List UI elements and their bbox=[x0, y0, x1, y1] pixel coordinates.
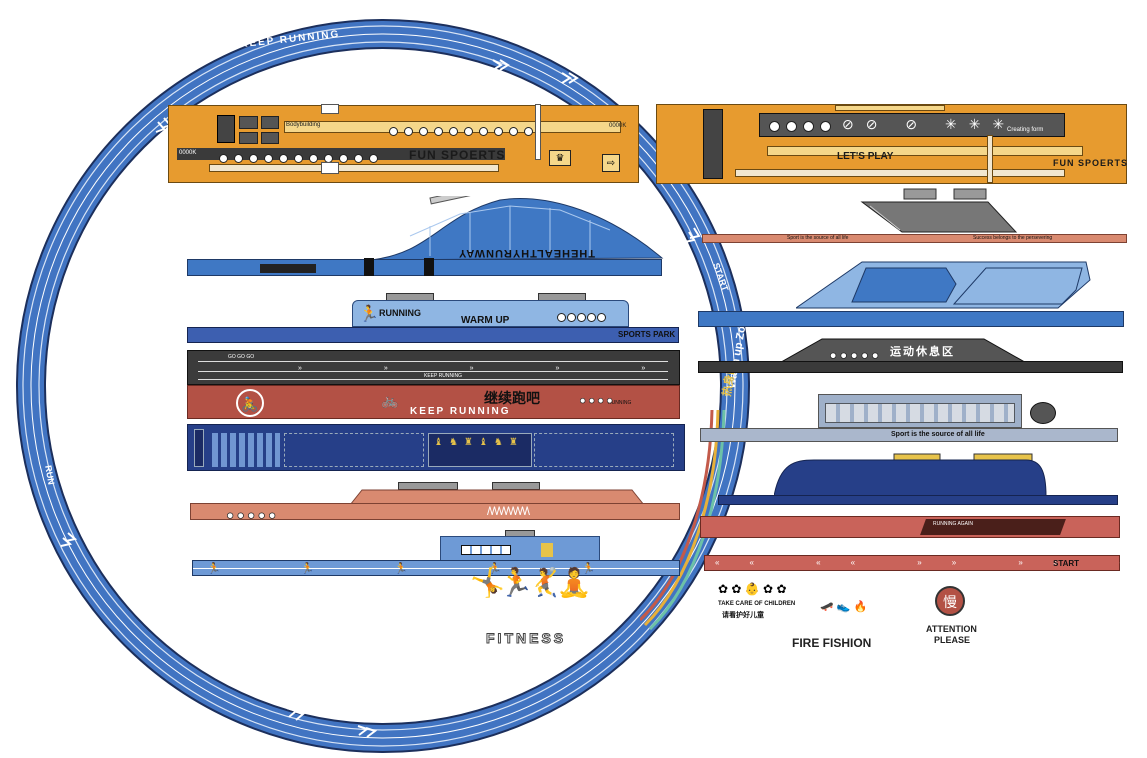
runner-icon: 🏃 bbox=[359, 306, 379, 323]
sport-bar-1: Sport is the source of all life Success … bbox=[702, 234, 1127, 243]
blue-bottom-bar: 🏃🏃🏃🏃🏃 bbox=[192, 560, 680, 576]
track-arrows: » » » » » bbox=[298, 365, 686, 372]
dot-row-mid bbox=[219, 150, 384, 168]
dot-row-top bbox=[389, 123, 539, 141]
blue-kiosk bbox=[440, 536, 600, 562]
rest-area-cn: 运动休息区 bbox=[890, 346, 955, 358]
navy-gallery: ♝♞♜♝♞♜ bbox=[187, 424, 685, 471]
right-blue-platform bbox=[796, 261, 1091, 309]
navy-right-bar bbox=[718, 495, 1118, 505]
panel-creating-form: Creating form bbox=[1007, 127, 1044, 133]
rust-small: RUNNING bbox=[608, 400, 632, 406]
rust-band: 🚴 🚲 继续跑吧 KEEP RUNNING RUNNING bbox=[187, 385, 680, 419]
panel-label-bodybuilding: Bodybuilding bbox=[286, 122, 321, 128]
dark-track: GO GO GO KEEP RUNNING » » » » » bbox=[187, 350, 680, 385]
rust-dots bbox=[580, 396, 616, 407]
rest-dots bbox=[830, 350, 883, 363]
warmup-panel: 🏃 RUNNING WARM UP bbox=[352, 300, 629, 327]
take-care-text: TAKE CARE OF CHILDREN bbox=[718, 601, 796, 607]
warmup-title: WARM UP bbox=[461, 315, 510, 326]
warmup-dots bbox=[557, 309, 607, 327]
panel-small-2: 0000K bbox=[179, 150, 197, 156]
sport-bar-2-label: Sport is the source of all life bbox=[891, 431, 985, 438]
salmon-bar: /\/\/\/\/\/\/\/\/\ bbox=[190, 503, 680, 520]
sport-bar-1-right: Success belongs to the persevering bbox=[973, 235, 1053, 241]
navy-dome-right bbox=[774, 453, 1047, 497]
salmon-zigzag: /\/\/\/\/\/\/\/\/\ bbox=[487, 504, 530, 518]
fire-icons: 🛹 👟 🔥 bbox=[820, 601, 868, 613]
start-bar: «« «« »» »» «« START bbox=[704, 555, 1147, 571]
panel-title-fun-sports: FUN SPOERTS bbox=[409, 148, 506, 162]
sport-bar-2: Sport is the source of all life bbox=[700, 428, 1118, 442]
kiosk-round-icon bbox=[1030, 402, 1056, 424]
right-ramp-1 bbox=[860, 188, 1018, 233]
stars-row: ⊘⊘ ⊘ ✳✳✳ bbox=[842, 116, 1017, 132]
running-again-label: RUNNING AGAIN bbox=[933, 521, 974, 527]
fitness-figures: 🤸🏃🤾🧘 bbox=[470, 567, 591, 598]
panel-title-lets-play: LET'S PLAY bbox=[837, 151, 894, 162]
orange-panel-right: ⊘⊘ ⊘ ✳✳✳ Creating form LET'S PLAY FUN SP… bbox=[656, 104, 1127, 184]
stadium-title: THEHEALTHYRUNWAY bbox=[458, 247, 596, 259]
panel-small-1: 0000K bbox=[609, 123, 627, 129]
warmup-running: RUNNING bbox=[379, 308, 421, 318]
start-arrows: «« «« »» »» «« bbox=[715, 558, 1147, 567]
cyclist-circle-icon: 🚴 bbox=[236, 389, 264, 417]
dot-row-right-panel bbox=[769, 119, 837, 137]
please-text: PLEASE bbox=[934, 635, 971, 645]
sports-park-label: SPORTS PARK bbox=[618, 330, 676, 339]
right-blue-bar bbox=[698, 311, 1124, 327]
hat-icon: ♛ bbox=[549, 150, 571, 166]
gallery-figures: ♝♞♜♝♞♜ bbox=[434, 437, 524, 448]
slow-sign-icon: 慢 bbox=[935, 586, 965, 616]
attention-text: ATTENTION bbox=[926, 624, 977, 634]
sport-bar-1-left: Sport is the source of all life bbox=[787, 235, 849, 241]
fire-fashion-text: FIRE FISHION bbox=[792, 636, 872, 650]
start-label: START bbox=[1053, 559, 1080, 568]
stadium-bar bbox=[187, 258, 662, 276]
orange-panel-left: Bodybuilding 0000K 0000K FUN SPOERTS ♛ ⇨ bbox=[168, 104, 639, 183]
runner-row: 🏃🏃🏃🏃🏃 bbox=[207, 563, 676, 575]
salmon-dots bbox=[227, 510, 280, 523]
rust-cn: 继续跑吧 bbox=[484, 390, 540, 406]
bike-icon: 🚲 bbox=[381, 392, 399, 408]
dark-right-bar bbox=[698, 361, 1123, 373]
track-go-text: GO GO GO bbox=[228, 354, 255, 360]
track-mid-text: KEEP RUNNING bbox=[424, 373, 462, 379]
care-cn-text: 请看护好儿童 bbox=[722, 612, 764, 619]
slow-sign-cn: 慢 bbox=[943, 594, 957, 610]
rust-title: KEEP RUNNING bbox=[410, 406, 511, 417]
children-figures: ✿ ✿ 👶 ✿ ✿ bbox=[718, 582, 787, 596]
panel-title-fun-sports-right: FUN SPOERTS bbox=[1053, 158, 1129, 168]
stadium-dome bbox=[370, 196, 664, 261]
kiosk-building bbox=[818, 394, 1022, 428]
rust-right-1: RUNNING AGAIN bbox=[700, 516, 1120, 538]
sports-park-bar: SPORTS PARK bbox=[187, 327, 679, 343]
exit-icon: ⇨ bbox=[602, 154, 620, 172]
fitness-title: FITNESS bbox=[485, 630, 567, 647]
